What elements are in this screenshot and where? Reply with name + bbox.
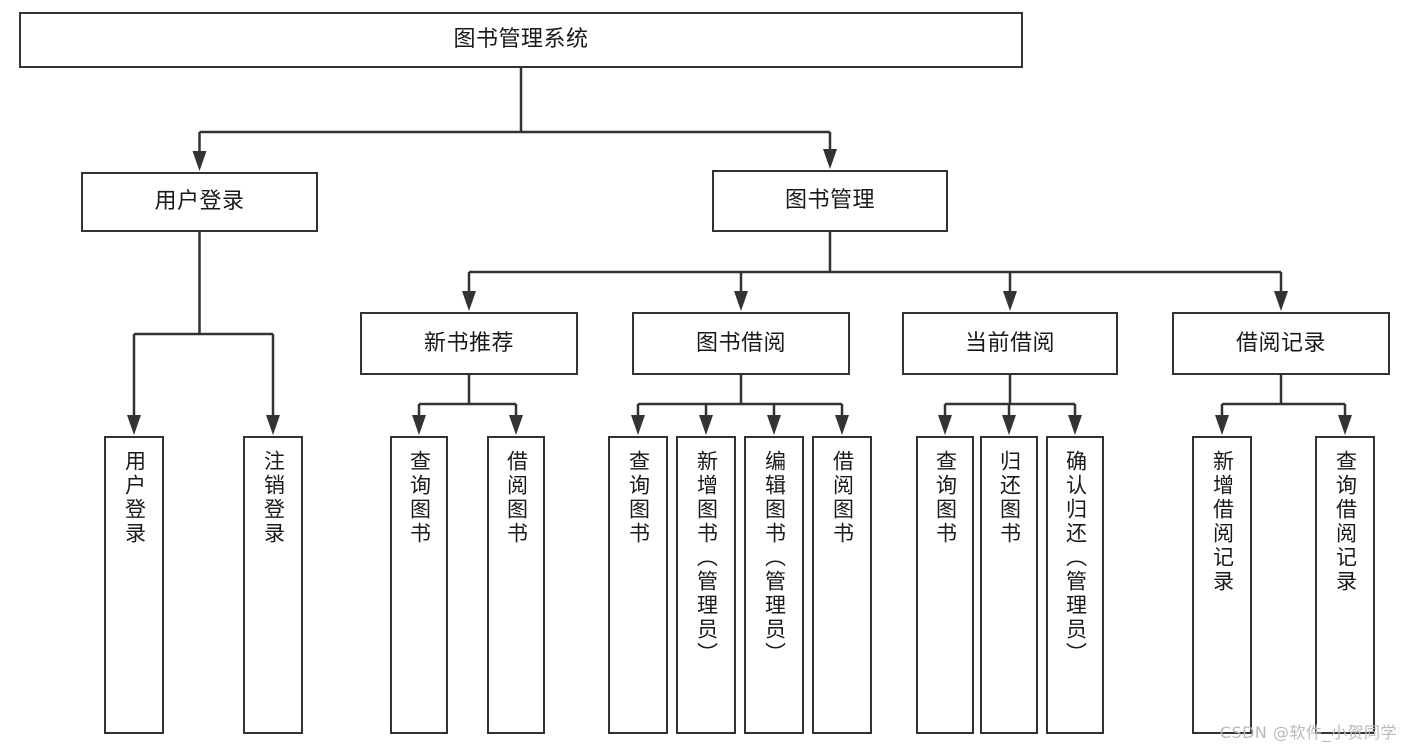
leaf-add-book[interactable]: 新增图书（管理员） <box>676 436 736 734</box>
node-current-borrow[interactable]: 当前借阅 <box>902 312 1118 375</box>
leaf-edit-book[interactable]: 编辑图书（管理员） <box>744 436 804 734</box>
node-borrow-record[interactable]: 借阅记录 <box>1172 312 1390 375</box>
node-borrow-record-label: 借阅记录 <box>1235 330 1326 356</box>
node-book-manage-label: 图书管理 <box>784 188 875 214</box>
leaf-query-book-3[interactable]: 查询图书 <box>916 436 974 734</box>
node-root-label: 图书管理系统 <box>453 27 589 53</box>
node-current-borrow-label: 当前借阅 <box>964 330 1055 356</box>
leaf-logout[interactable]: 注销登录 <box>243 436 303 734</box>
leaf-borrow-book-2[interactable]: 借阅图书 <box>812 436 872 734</box>
node-book-borrow-label: 图书借阅 <box>695 330 786 356</box>
leaf-add-record[interactable]: 新增借阅记录 <box>1192 436 1252 734</box>
leaf-query-book-2[interactable]: 查询图书 <box>608 436 668 734</box>
leaf-edit-book-label: 编辑图书（管理员） <box>762 450 787 666</box>
leaf-return-book-label: 归还图书 <box>997 450 1022 546</box>
leaf-user-login[interactable]: 用户登录 <box>104 436 164 734</box>
leaf-borrow-book-2-label: 借阅图书 <box>830 450 855 546</box>
node-book-manage[interactable]: 图书管理 <box>712 170 948 232</box>
leaf-add-book-label: 新增图书（管理员） <box>694 450 719 666</box>
leaf-confirm-return-label: 确认归还（管理员） <box>1063 450 1088 666</box>
node-user-login-label: 用户登录 <box>154 189 245 215</box>
leaf-logout-label: 注销登录 <box>261 450 286 546</box>
leaf-borrow-book-1-label: 借阅图书 <box>504 450 529 546</box>
leaf-query-record-label: 查询借阅记录 <box>1333 450 1358 594</box>
watermark: CSDN @软件_小贺同学 <box>1219 723 1397 742</box>
leaf-query-book-1[interactable]: 查询图书 <box>390 436 448 734</box>
node-book-borrow[interactable]: 图书借阅 <box>632 312 850 375</box>
leaf-add-record-label: 新增借阅记录 <box>1210 450 1235 594</box>
leaf-query-book-3-label: 查询图书 <box>933 450 958 546</box>
node-new-book-recommend[interactable]: 新书推荐 <box>360 312 578 375</box>
node-new-book-recommend-label: 新书推荐 <box>423 330 514 356</box>
leaf-borrow-book-1[interactable]: 借阅图书 <box>487 436 545 734</box>
node-user-login[interactable]: 用户登录 <box>81 172 318 232</box>
leaf-query-book-1-label: 查询图书 <box>407 450 432 546</box>
leaf-query-record[interactable]: 查询借阅记录 <box>1315 436 1375 734</box>
leaf-confirm-return[interactable]: 确认归还（管理员） <box>1046 436 1104 734</box>
leaf-query-book-2-label: 查询图书 <box>626 450 651 546</box>
node-root[interactable]: 图书管理系统 <box>19 12 1023 68</box>
leaf-return-book[interactable]: 归还图书 <box>980 436 1038 734</box>
leaf-user-login-label: 用户登录 <box>122 450 147 546</box>
